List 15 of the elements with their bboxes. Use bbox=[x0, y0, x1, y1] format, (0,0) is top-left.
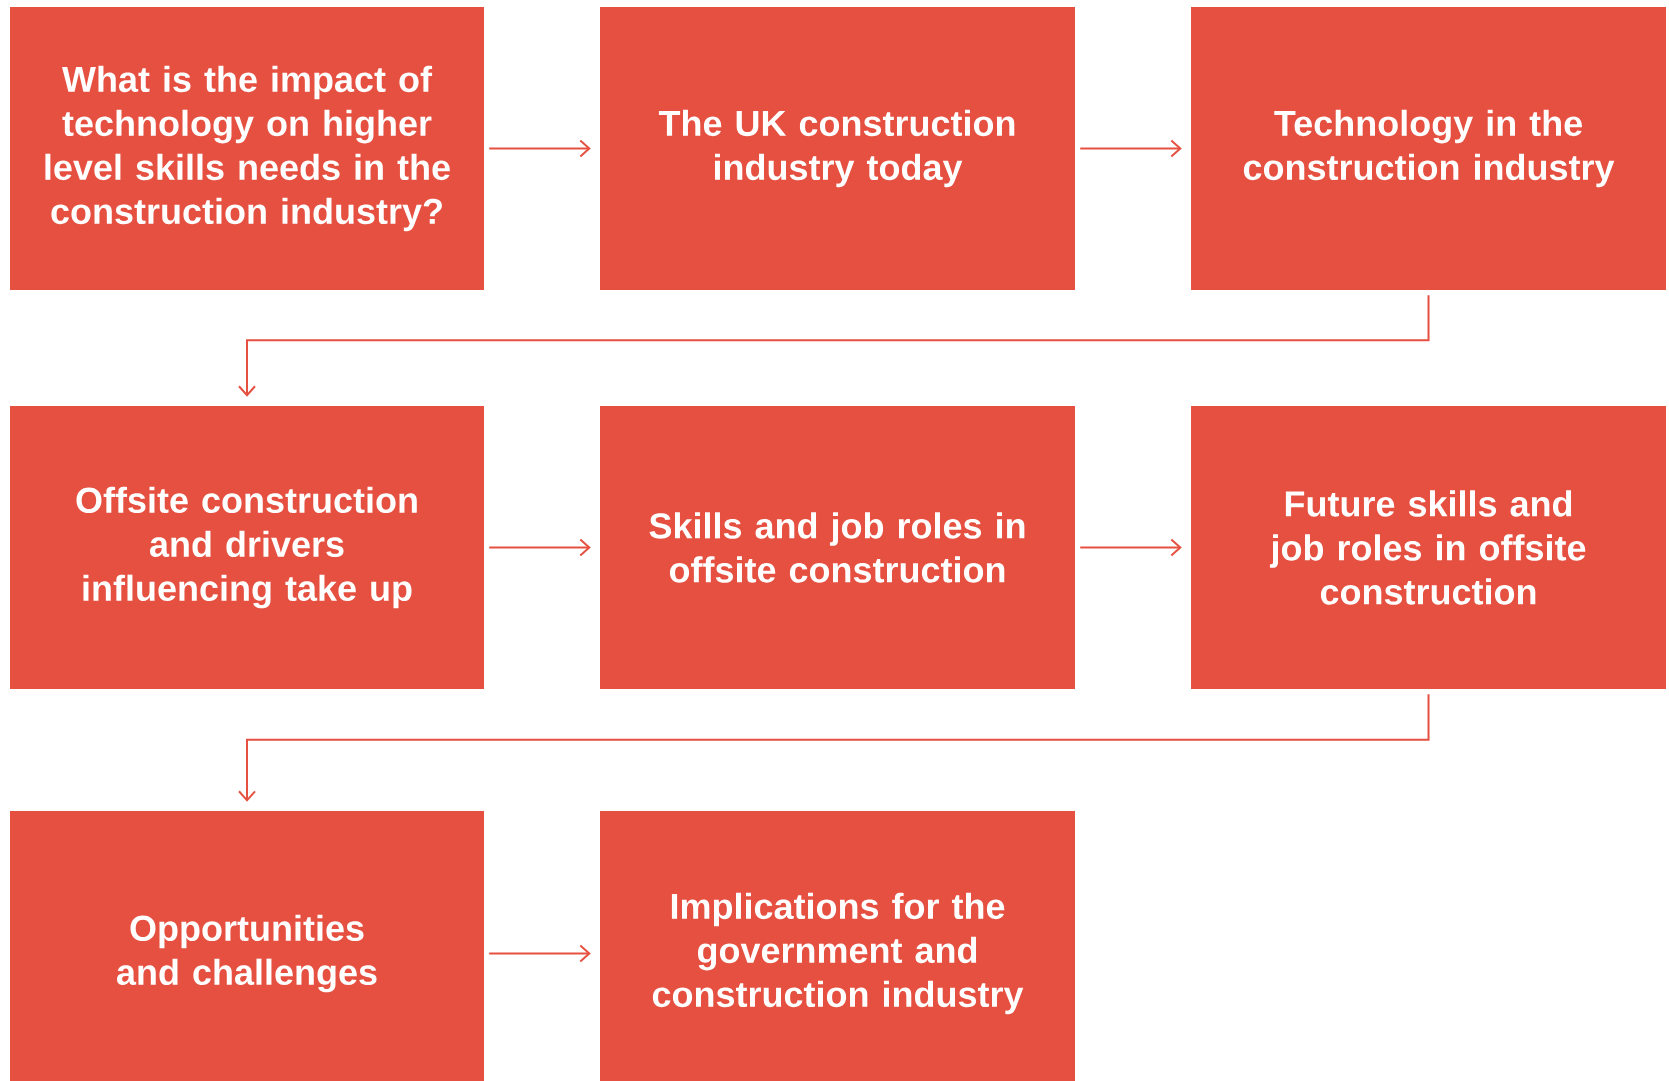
process-box: Opportunities and challenges bbox=[10, 811, 484, 1081]
process-box: What is the impact of technology on higher level skills needs in the construction industry? bbox=[10, 7, 484, 290]
arrow bbox=[488, 944, 591, 963]
process-box: Technology in the construction industry bbox=[1191, 7, 1666, 290]
arrow bbox=[488, 538, 591, 557]
arrow bbox=[1079, 139, 1182, 158]
process-box: Offsite construction and drivers influencing take up bbox=[10, 406, 484, 689]
process-box: The UK construction industry today bbox=[600, 7, 1075, 290]
process-box: Skills and job roles in offsite construction bbox=[600, 406, 1075, 689]
process-box: Future skills and job roles in offsite construction bbox=[1191, 406, 1666, 689]
arrow bbox=[238, 294, 1430, 397]
arrow bbox=[238, 693, 1430, 802]
arrow bbox=[1079, 538, 1182, 557]
process-box: Implications for the government and construction industry bbox=[600, 811, 1075, 1081]
arrow bbox=[488, 139, 591, 158]
